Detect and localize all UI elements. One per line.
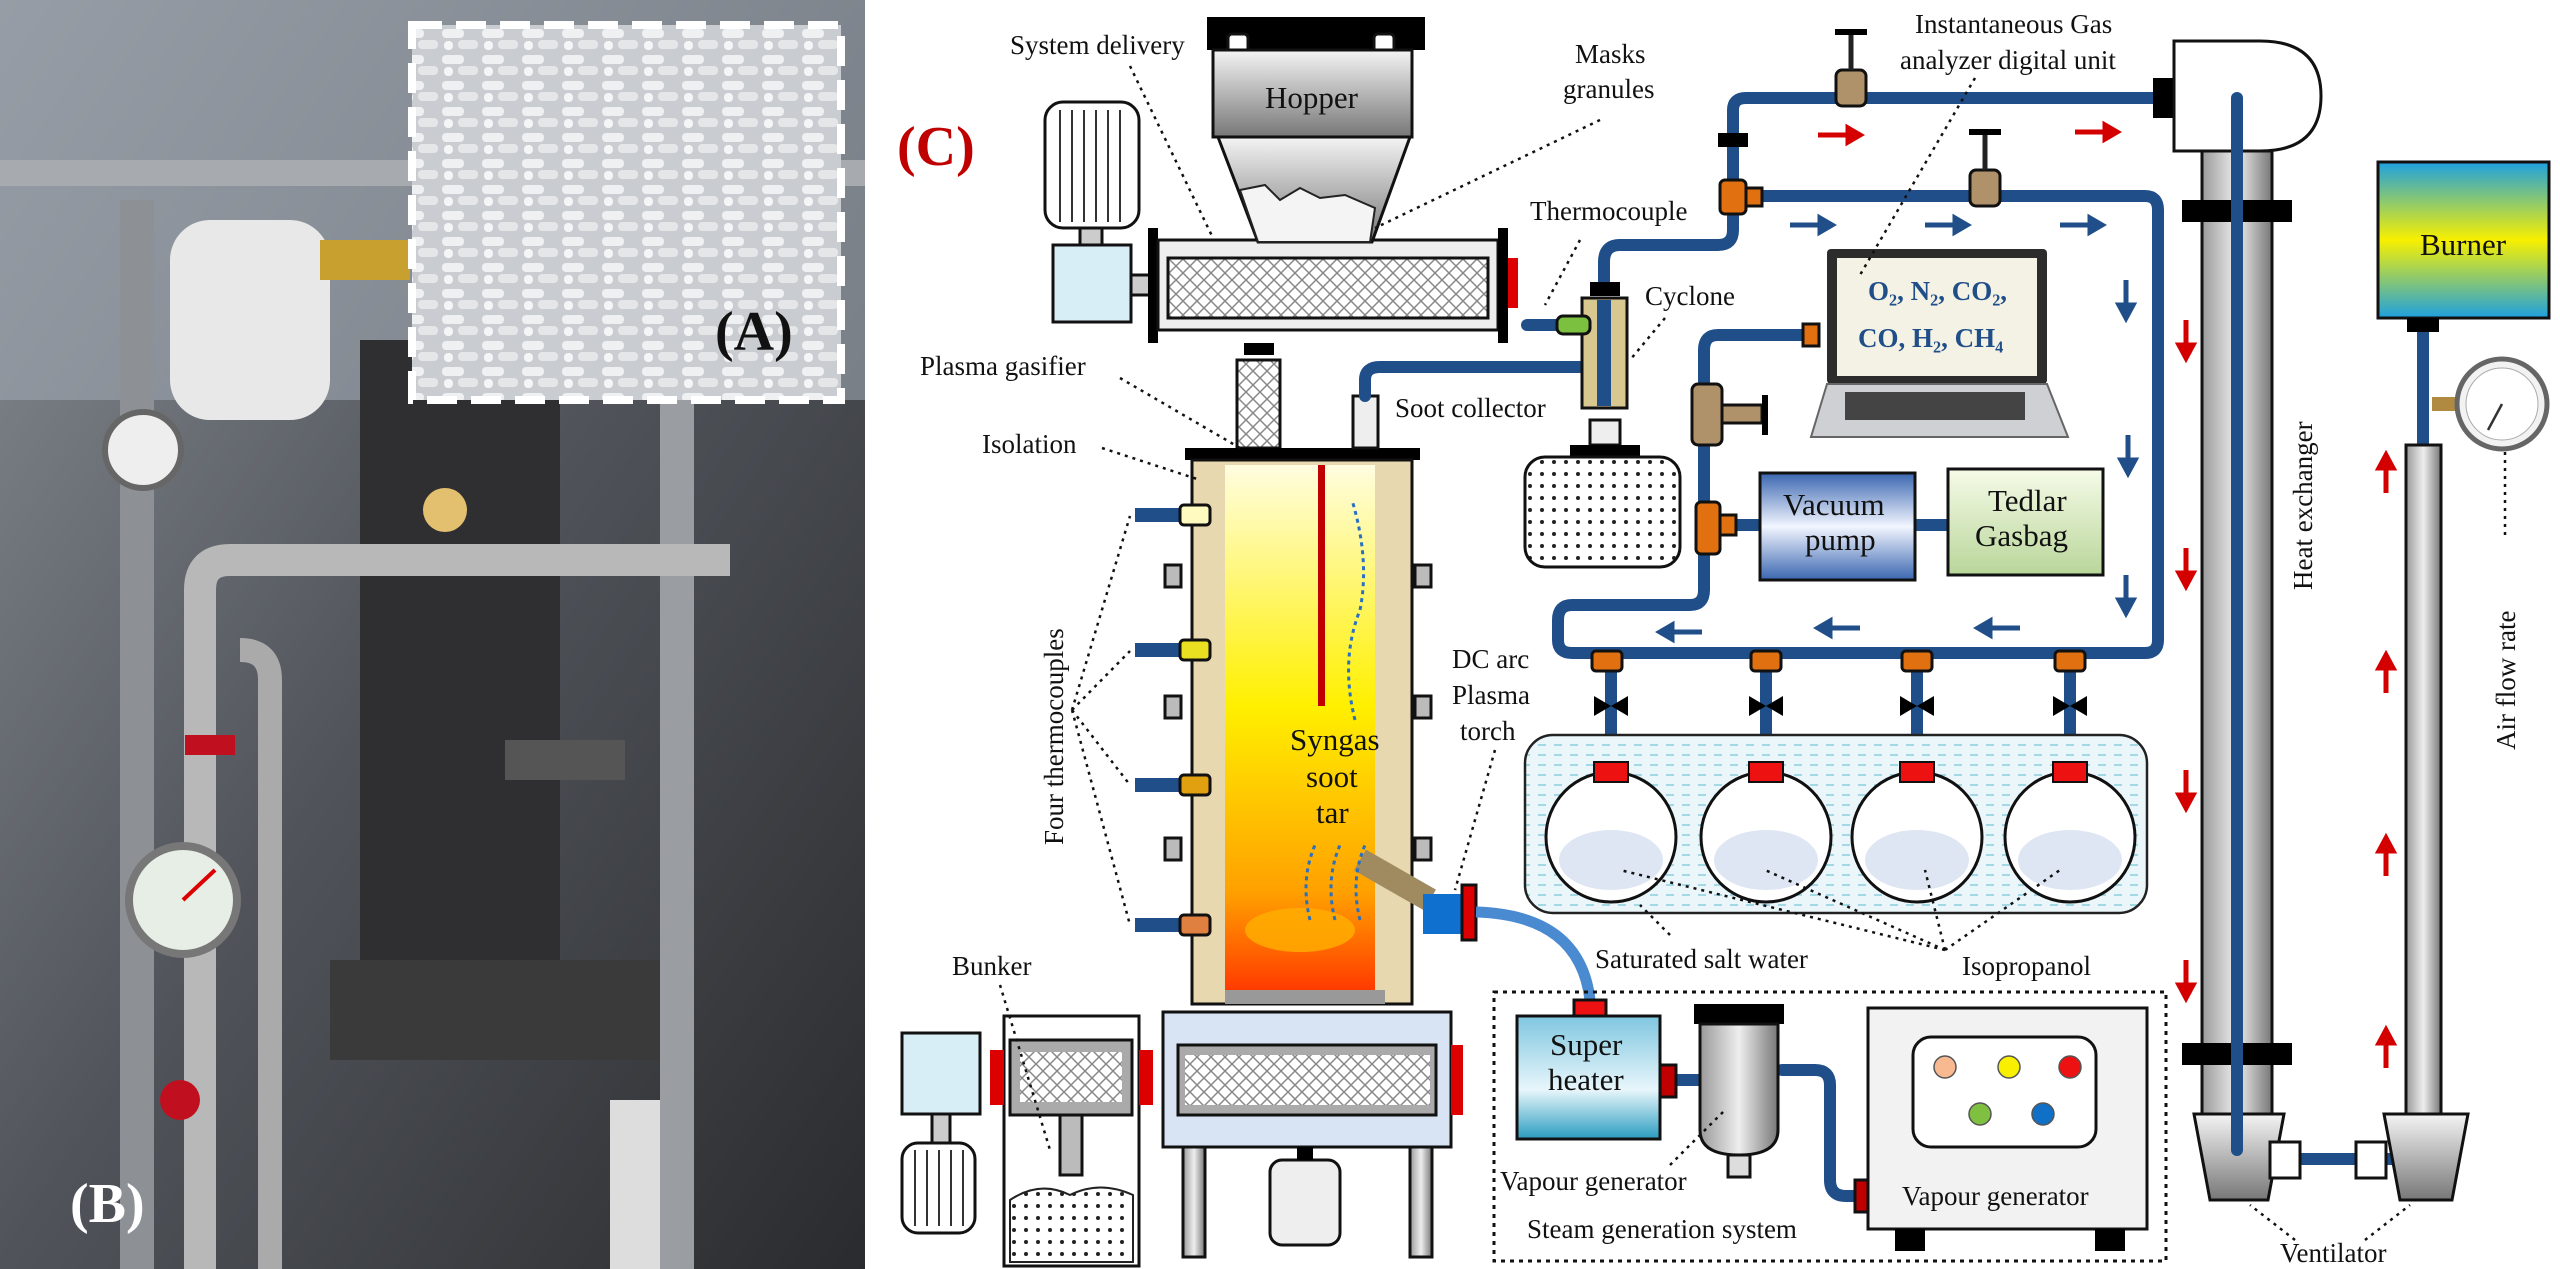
- label-heat-exchanger: Heat exchanger: [2288, 421, 2318, 590]
- super-heater: [1515, 1014, 1662, 1141]
- electrode-rod: [1318, 465, 1325, 706]
- gas-flow-arrow-icons: [1655, 213, 2140, 644]
- burner: [2376, 160, 2551, 320]
- label-burner: Burner: [2420, 227, 2507, 262]
- fittings: [1590, 78, 2175, 673]
- label-four-thermocouples: Four thermocouples: [1039, 628, 1069, 845]
- gate-valve-icon: [1690, 29, 2002, 447]
- plasma-gasifier: [1185, 394, 1436, 1006]
- torch-hose: [1475, 906, 1596, 1001]
- label-vacuum-pump: pump: [1805, 522, 1876, 557]
- label-syngas: Syngas: [1290, 722, 1380, 757]
- label-isopropanol: Isopropanol: [1962, 951, 2091, 981]
- label-saturated-salt-water: Saturated salt water: [1595, 944, 1808, 974]
- label-masks-granules: Masks: [1575, 39, 1646, 69]
- impinger-bath: [1523, 733, 2149, 915]
- label-tar: tar: [1316, 795, 1349, 830]
- label-soot-collector: Soot collector: [1395, 393, 1546, 423]
- tedlar-gasbag: [1946, 467, 2105, 577]
- label-super-heater: heater: [1548, 1062, 1624, 1097]
- label-isolation: Isolation: [982, 429, 1077, 459]
- label-cyclone: Cyclone: [1645, 281, 1735, 311]
- bunker: [990, 1014, 1153, 1268]
- label-steam-generation-system: Steam generation system: [1527, 1214, 1797, 1244]
- frame-post: [120, 200, 154, 1269]
- hot-flow-arrow-icons: [1818, 120, 2398, 1068]
- vacuum-pump: [1758, 471, 1917, 582]
- air-flow-gauge-icon: [2432, 356, 2550, 452]
- screw-conveyor: [1148, 228, 1518, 343]
- analyzer-gases-line-1: O₂, N₂, CO₂,: [1868, 276, 2007, 306]
- vapour-generator-cylinder: [1694, 1004, 1784, 1179]
- soot-pipe: [1359, 361, 1596, 402]
- label-vapour-generator-cylinder: Vapour generator: [1500, 1166, 1687, 1196]
- label-tedlar-gasbag: Gasbag: [1975, 518, 2068, 553]
- label-super-heater: Super: [1550, 1027, 1623, 1062]
- label-vacuum-pump: Vacuum: [1783, 487, 1885, 522]
- gas-flow-arrows: [1304, 499, 1367, 921]
- label-soot: soot: [1306, 759, 1358, 794]
- label-ventilator: Ventilator: [2280, 1238, 2386, 1268]
- steel-pipe: [184, 544, 730, 1269]
- label-hopper: Hopper: [1265, 80, 1359, 115]
- reactor-photo: [360, 340, 560, 1040]
- steam-generation-system: [1492, 990, 2168, 1263]
- indicator-light: [1997, 1055, 2021, 1079]
- thermocouple-ports: [1135, 503, 1433, 937]
- indicator-light: [2031, 1102, 2055, 1126]
- panel-label-a: (A): [715, 301, 793, 363]
- panel-label-c: (C): [897, 116, 975, 178]
- soot-collector: [1523, 445, 1682, 569]
- label-air-flow-rate: Air flow rate: [2491, 611, 2521, 750]
- frame-post: [660, 400, 694, 1269]
- label-plasma-gasifier: Plasma gasifier: [920, 351, 1086, 381]
- label-bunker: Bunker: [952, 951, 1031, 981]
- indicator-light: [1933, 1055, 1957, 1079]
- photo-inset-a: (A): [408, 21, 845, 404]
- vapour-generator-unit: Vapour generator: [1853, 1006, 2149, 1251]
- label-vapour-generator-unit: Vapour generator: [1902, 1181, 2089, 1211]
- pressure-gauge-icon: [102, 409, 184, 491]
- label-dc-arc: DC arc: [1452, 644, 1529, 674]
- label-gas-analyzer: Instantaneous Gas: [1915, 9, 2112, 39]
- label-thermocouple: Thermocouple: [1530, 196, 1687, 226]
- label-dc-arc: Plasma: [1452, 680, 1530, 710]
- label-masks-granules: granules: [1563, 74, 1654, 104]
- analyzer-gases-line-2: CO, H₂, CH₄: [1858, 323, 2003, 353]
- ash-conveyor: [1161, 1010, 1463, 1259]
- indicator-light: [2058, 1055, 2082, 1079]
- panel-label-b: (B): [70, 1173, 145, 1235]
- feed-motor: [1043, 100, 1153, 324]
- label-system-delivery: System delivery: [1010, 30, 1185, 60]
- valve-icon: [1594, 696, 2087, 716]
- impinger-pipes: [1605, 647, 2076, 777]
- label-dc-arc: torch: [1460, 716, 1516, 746]
- gas-analyzer-laptop: O₂, N₂, CO₂, CO, H₂, CH₄: [1809, 249, 2070, 438]
- hopper: Hopper: [1207, 17, 1425, 244]
- indicator-light: [1968, 1102, 1992, 1126]
- bunker-motor: [900, 1031, 982, 1235]
- feed-screw: [1235, 358, 1282, 450]
- label-gas-analyzer: analyzer digital unit: [1900, 45, 2116, 75]
- label-tedlar-gasbag: Tedlar: [1988, 483, 2067, 518]
